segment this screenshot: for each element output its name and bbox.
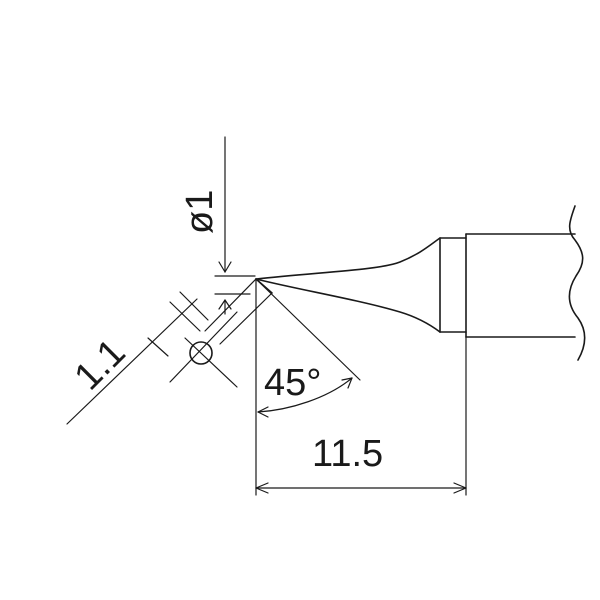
bevel-width-label: 1.1 [67, 331, 134, 398]
length-arrow-right-a [453, 482, 467, 489]
diameter-arrow-bottom-r [224, 299, 232, 310]
bevel-tick-2 [169, 301, 201, 332]
length-arrow-left-a [255, 482, 269, 489]
length-arrow-left-b [255, 487, 269, 494]
angle-label: 45° [264, 362, 321, 404]
section-cross-line-2 [184, 337, 238, 388]
angle-arc [257, 377, 353, 413]
section-cross-line [169, 311, 238, 383]
diameter-arrow-bottom [218, 299, 226, 310]
angle-arrow-end-4 [347, 377, 353, 389]
bevel-extension-line-1 [204, 278, 257, 332]
angle-dimension: 45° [255, 278, 361, 496]
section-circle [189, 341, 213, 365]
angle-bevel-extension [255, 278, 361, 381]
bevel-leader-line [66, 298, 198, 425]
length-arrow-right-b [453, 487, 467, 494]
bevel-width-dimension: 1.1 [66, 278, 273, 425]
angle-arrow-end-2 [257, 411, 269, 418]
tip-outline [255, 205, 586, 361]
angle-arrow-end-1 [257, 406, 269, 413]
tip-lower-profile [255, 278, 441, 333]
length-label: 11.5 [312, 433, 383, 475]
bevel-tick-1 [147, 337, 169, 357]
angle-arrow-end-3 [341, 377, 353, 381]
length-dimension: 11.5 [255, 336, 467, 496]
bevel-extension-line-2 [219, 292, 273, 345]
diameter-arrow-top-r [224, 261, 232, 273]
diameter-label: ø1 [179, 190, 221, 234]
diameter-dimension: ø1 [179, 136, 256, 315]
diameter-arrow-top [218, 261, 226, 273]
tip-upper-profile [255, 237, 441, 280]
bevel-tick-3 [179, 291, 209, 321]
break-line [568, 205, 586, 361]
